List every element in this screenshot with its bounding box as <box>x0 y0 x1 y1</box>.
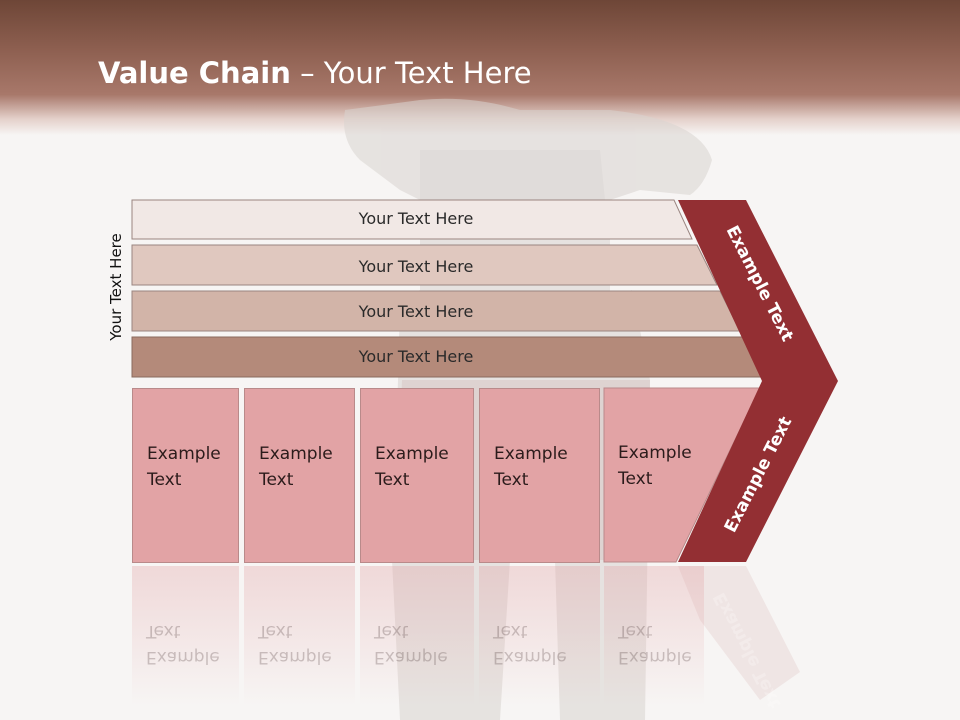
reflection-text-3: Example Text <box>374 621 448 667</box>
support-bar-2-label: Your Text Here <box>358 257 474 276</box>
primary-box-2: Example Text <box>244 388 355 563</box>
primary-box-5-reflection: Example Text <box>604 566 704 706</box>
primary-box-3-line1: Example <box>375 444 449 464</box>
primary-box-1-line2: Text <box>147 470 182 490</box>
primary-box-4-line1: Example <box>494 444 568 464</box>
primary-box-4-line2: Text <box>494 470 529 490</box>
chevron-arrow <box>678 200 838 562</box>
primary-box-5: Example Text <box>604 388 704 563</box>
primary-box-2-line1: Example <box>259 444 333 464</box>
primary-box-3-reflection: Example Text <box>360 566 474 706</box>
primary-box-1-reflection: Example Text <box>132 566 239 706</box>
reflection-text-4: Example Text <box>493 621 567 667</box>
reflection-text-2: Example Text <box>258 621 332 667</box>
primary-box-5-shape <box>603 387 761 563</box>
support-bar-4-label: Your Text Here <box>358 347 474 366</box>
support-bar-2 <box>131 244 718 286</box>
reflection-text-5: Example Text <box>618 621 692 667</box>
primary-box-5-line1: Example <box>618 443 692 463</box>
primary-box-2-reflection: Example Text <box>244 566 355 706</box>
title-bold: Value Chain <box>98 56 291 90</box>
support-bar-3-label: Your Text Here <box>358 302 474 321</box>
reflection-text-1: Example Text <box>146 621 220 667</box>
primary-box-5-line2: Text <box>618 469 653 489</box>
primary-box-4: Example Text <box>479 388 600 563</box>
primary-box-4-reflection: Example Text <box>479 566 600 706</box>
support-bar-1-label: Your Text Here <box>358 209 474 228</box>
support-bar-1 <box>131 199 693 240</box>
chevron-arrow-reflection <box>678 566 800 700</box>
primary-box-1: Example Text <box>132 388 239 563</box>
primary-box-1-line1: Example <box>147 444 221 464</box>
slide-title: Value Chain – Your Text Here <box>98 56 532 90</box>
primary-box-3: Example Text <box>360 388 474 563</box>
primary-box-3-line2: Text <box>375 470 410 490</box>
title-rest: – Your Text Here <box>290 56 532 90</box>
primary-box-2-line2: Text <box>259 470 294 490</box>
